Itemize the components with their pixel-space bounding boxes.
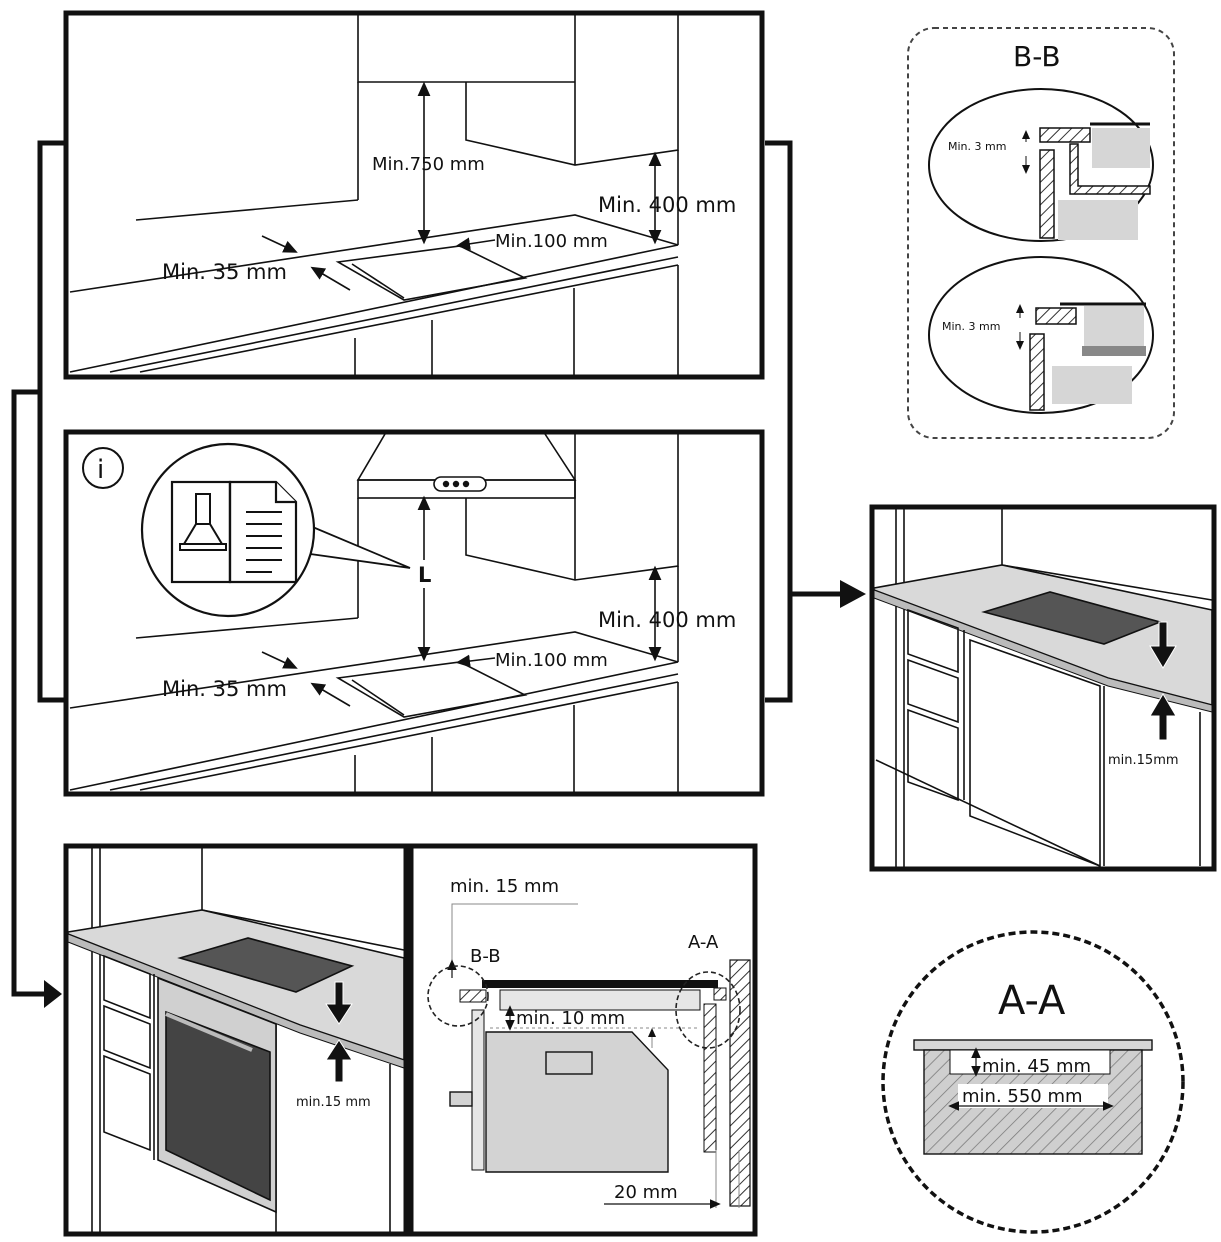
dim-min-35-hood: Min. 35 mm [162, 677, 287, 701]
dim-min-100-hood: Min.100 mm [495, 650, 608, 671]
info-symbol: i [97, 455, 104, 485]
detail-aa-title: A-A [998, 978, 1066, 1024]
dim-min-35: Min. 35 mm [162, 260, 287, 284]
manual-callout [140, 442, 411, 618]
panel-section-view: min. 15 mm B-B A-A min. 10 mm 20 mm [408, 843, 758, 1237]
arrow-up-icon [1149, 693, 1177, 741]
label-aa-section: A-A [688, 932, 719, 953]
dim-min-100: Min.100 mm [495, 231, 608, 252]
dim-min-10-section: min. 10 mm [516, 1008, 625, 1029]
detail-aa: A-A min. 45 mm min. 550 mm [881, 930, 1185, 1234]
dim-min-3-bottom: Min. 3 mm [942, 320, 1000, 333]
label-bb-section: B-B [470, 946, 501, 967]
manual-book-icon [170, 480, 298, 584]
detail-bb: B-B Min. 3 mm [907, 27, 1175, 439]
dim-20-section: 20 mm [614, 1182, 678, 1203]
hood-icon [179, 493, 227, 551]
panel-kitchen-top: Min.750 mm Min. 400 mm Min.100 mm Min. 3… [63, 10, 765, 380]
dim-min-750: Min.750 mm [372, 154, 485, 175]
hood-control-panel [433, 476, 487, 492]
arrow-up-icon-oven [325, 1039, 353, 1083]
connector-arrow-right [840, 580, 866, 608]
detail-bb-ellipse-top: Min. 3 mm [928, 88, 1154, 242]
dim-min-15-section: min. 15 mm [450, 876, 559, 897]
dim-min-15-oven: min.15 mm [296, 1095, 371, 1110]
dim-min-3-top: Min. 3 mm [948, 140, 1006, 153]
dim-min-400: Min. 400 mm [598, 193, 736, 217]
panel-hob-drawers: min.15mm [869, 504, 1217, 872]
connector-right [765, 140, 845, 703]
oven-section [485, 1031, 669, 1173]
hob-glass-oven [177, 937, 355, 993]
detail-bb-ellipse-bottom: Min. 3 mm [928, 256, 1154, 414]
dim-min-15-right: min.15mm [1108, 753, 1179, 768]
dim-hood-distance-l: L [418, 563, 431, 587]
panel-kitchen-hood: i [63, 429, 765, 797]
detail-bb-title: B-B [1013, 40, 1061, 73]
arrow-down-icon-oven [325, 981, 353, 1025]
arrow-down-icon [1149, 621, 1177, 669]
info-icon [82, 447, 124, 489]
dim-min-45: min. 45 mm [982, 1056, 1091, 1077]
connector-left [11, 140, 66, 997]
oven-door-glass [165, 1010, 271, 1202]
connector-arrow-bottom [44, 980, 62, 1008]
panel-hob-oven: min.15 mm [63, 843, 409, 1237]
dim-min-550: min. 550 mm [962, 1086, 1083, 1107]
dim-min-400-hood: Min. 400 mm [598, 608, 736, 632]
